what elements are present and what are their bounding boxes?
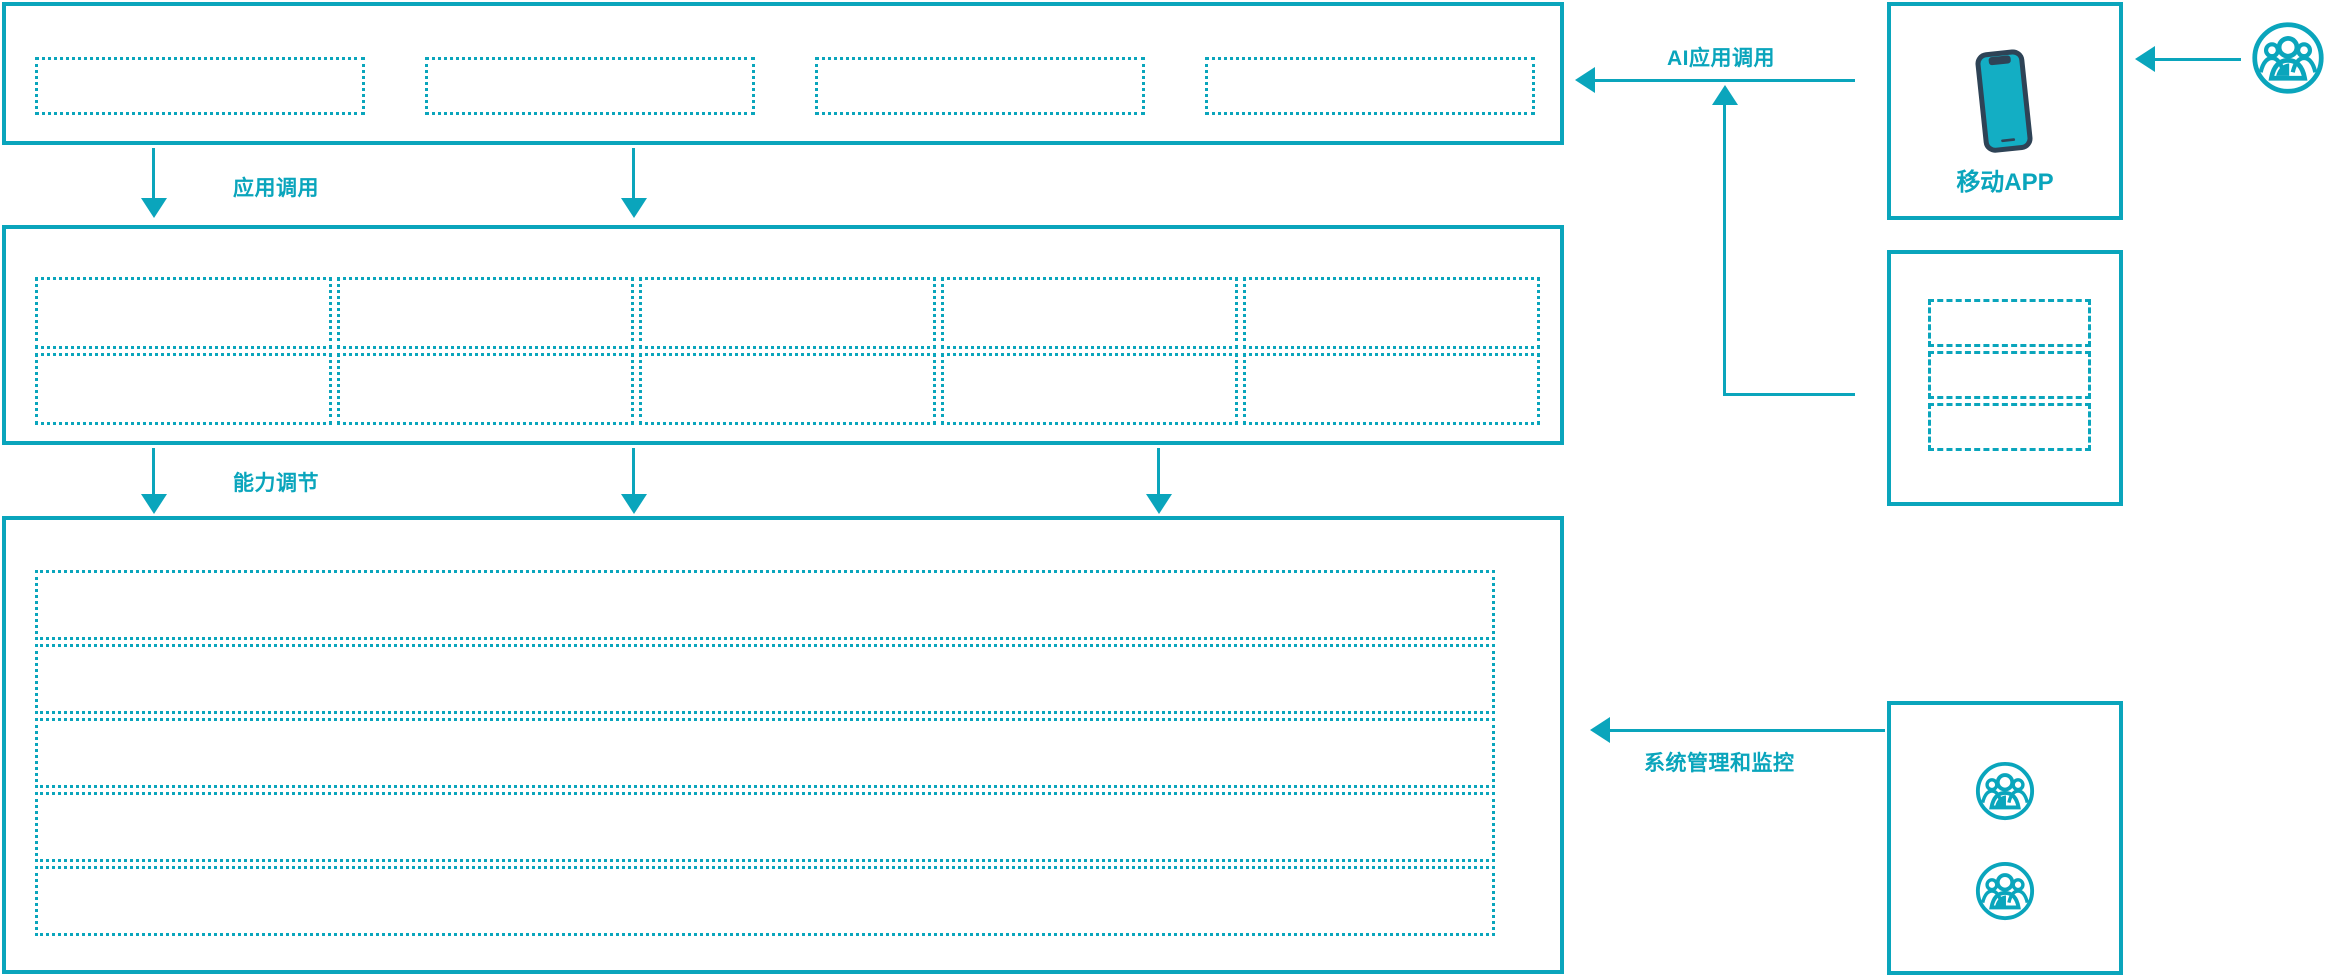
channel-slot-3[interactable] [1928, 403, 2091, 451]
capability-block-r2c4[interactable] [941, 353, 1238, 425]
end-user-actor[interactable] [2250, 20, 2326, 96]
app-block-1[interactable] [35, 57, 365, 115]
capability-block-r2c5[interactable] [1243, 353, 1540, 425]
user-group-icon [1975, 761, 2035, 821]
ai-application-call-line [1595, 79, 1855, 82]
app-block-2[interactable] [425, 57, 755, 115]
infra-band-2[interactable] [35, 644, 1495, 714]
mobile-phone-icon [1970, 48, 2040, 154]
capability-block-r2c1[interactable] [35, 353, 332, 425]
capability-block-r1c5[interactable] [1243, 277, 1540, 349]
channel-elbow-horizontal [1723, 393, 1855, 396]
system-management-line [1610, 729, 1885, 732]
channel-elbow-vertical [1723, 105, 1726, 396]
user-group-icon-1[interactable] [1974, 760, 2036, 822]
app-block-4[interactable] [1205, 57, 1535, 115]
capability-adjust-line-2 [632, 448, 635, 496]
user-group-icon-2[interactable] [1974, 860, 2036, 922]
capability-adjust-line-3 [1157, 448, 1160, 496]
capability-block-r2c3[interactable] [639, 353, 936, 425]
mobile-app-caption: 移动APP [1956, 169, 2054, 196]
channel-panel[interactable] [1887, 250, 2123, 506]
application-call-arrowhead-right [621, 198, 647, 218]
infra-band-3[interactable] [35, 718, 1495, 788]
capability-adjust-arrowhead-2 [621, 494, 647, 514]
system-management-label: 系统管理和监控 [1644, 752, 1795, 775]
channel-slot-1[interactable] [1928, 299, 2091, 347]
channel-elbow-arrowhead [1712, 85, 1738, 105]
system-management-arrowhead [1590, 717, 1610, 743]
application-call-arrowhead-left [141, 198, 167, 218]
capability-adjust-line-1 [152, 448, 155, 496]
user-group-icon [1975, 861, 2035, 921]
capability-adjust-arrowhead-1 [141, 494, 167, 514]
ai-application-call-arrowhead [1575, 67, 1595, 93]
end-user-to-mobile-app-line [2155, 58, 2241, 61]
infra-band-5[interactable] [35, 866, 1495, 936]
ai-application-call-label: AI应用调用 [1667, 47, 1775, 70]
capability-block-r2c2[interactable] [337, 353, 634, 425]
infra-band-1[interactable] [35, 570, 1495, 640]
infrastructure-layer-container [2, 516, 1564, 974]
capability-adjust-label: 能力调节 [233, 472, 319, 495]
capability-block-r1c3[interactable] [639, 277, 936, 349]
channel-slot-2[interactable] [1928, 351, 2091, 399]
capability-block-r1c2[interactable] [337, 277, 634, 349]
capability-block-r1c4[interactable] [941, 277, 1238, 349]
user-group-icon [2252, 22, 2324, 94]
application-layer-container [2, 2, 1564, 145]
capability-layer-container [2, 225, 1564, 445]
capability-adjust-arrowhead-3 [1146, 494, 1172, 514]
app-block-3[interactable] [815, 57, 1145, 115]
operators-panel[interactable] [1887, 701, 2123, 975]
capability-block-r1c1[interactable] [35, 277, 332, 349]
application-call-label: 应用调用 [233, 177, 319, 200]
infra-band-4[interactable] [35, 792, 1495, 862]
application-call-line-left [152, 148, 155, 200]
application-call-line-right [632, 148, 635, 200]
mobile-app-panel[interactable]: 移动APP [1887, 2, 2123, 220]
end-user-to-mobile-app-arrowhead [2135, 46, 2155, 72]
